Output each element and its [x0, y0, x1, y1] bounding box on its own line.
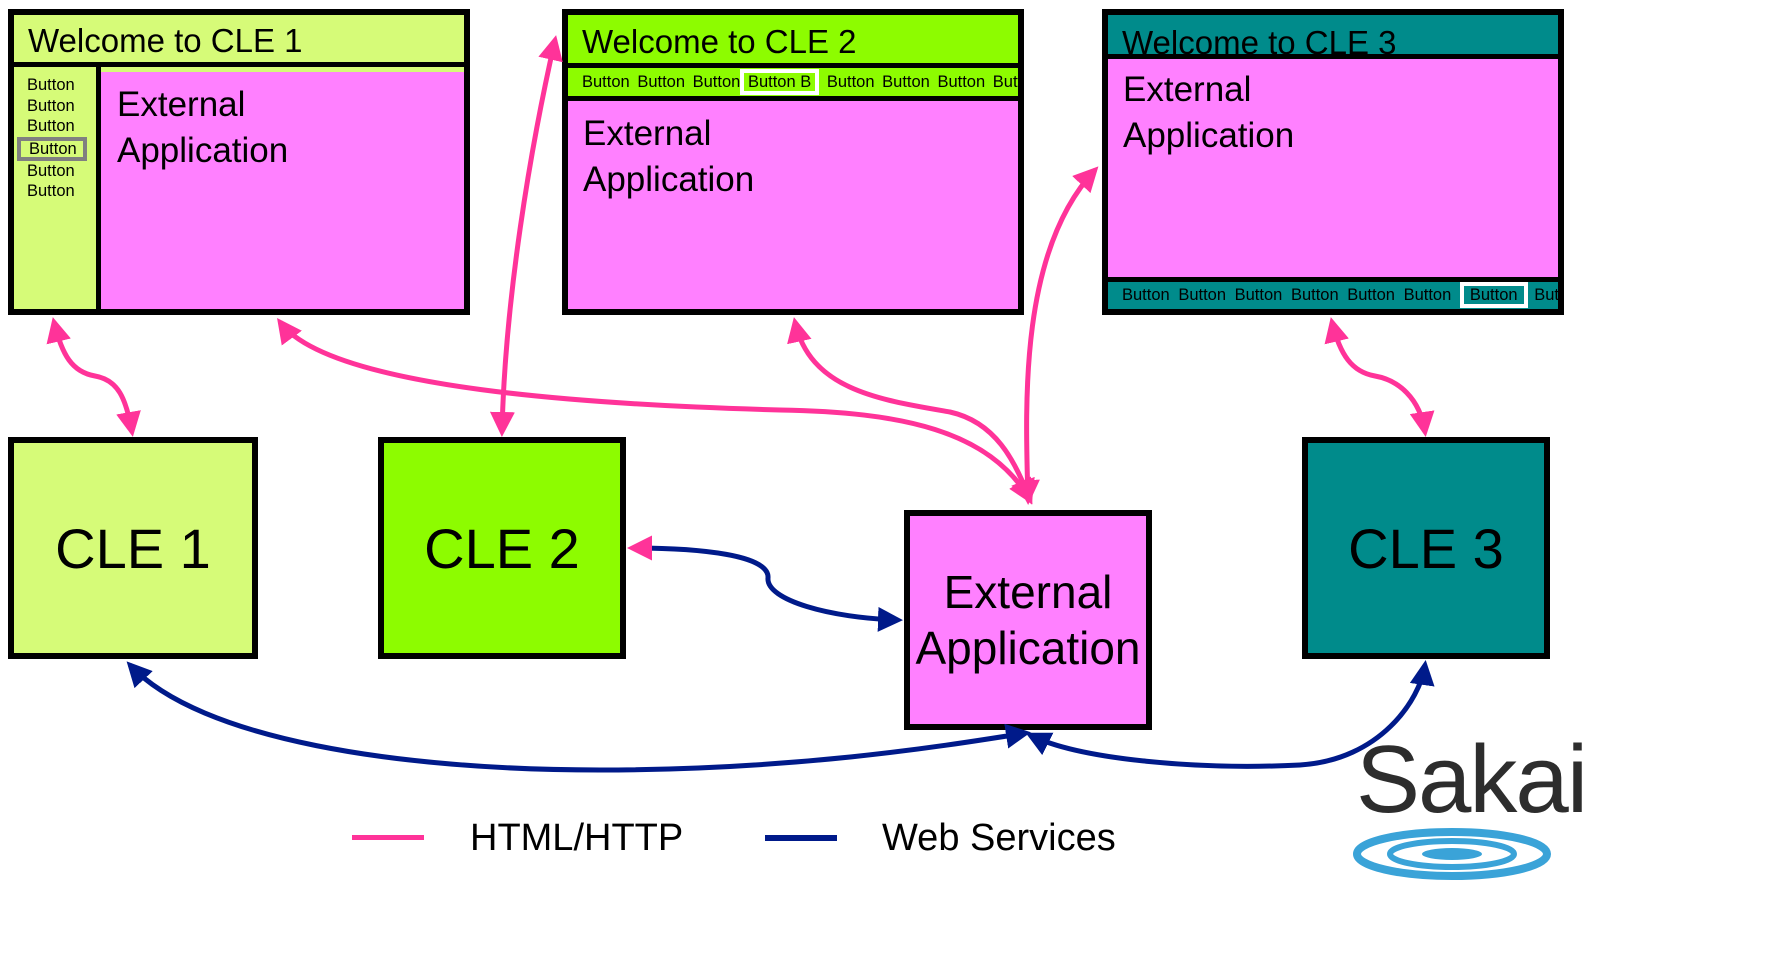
http-link-cle2-screen-to-external — [787, 317, 1035, 505]
http-link-cle1-screen-to-cle1 — [46, 317, 141, 437]
cle1-menu-button[interactable]: Button — [27, 182, 75, 200]
legend-ws-label: Web Services — [882, 817, 1116, 859]
cle3-menu-button[interactable]: Button — [1290, 286, 1339, 304]
cle2-top-menu: Button Button Button Button B Button But… — [568, 68, 1018, 101]
cle2-menu-button[interactable]: Button — [937, 73, 986, 91]
cle2-box-label: CLE 2 — [424, 516, 580, 580]
cle2-menu-button[interactable]: Button — [992, 73, 1018, 91]
cle3-screen-title: Welcome to CLE 3 — [1108, 15, 1558, 59]
sakai-logo-icon: Sakai — [1353, 726, 1588, 880]
cle3-box: CLE 3 — [1302, 437, 1550, 659]
cle2-external-app-pane: External Application — [568, 101, 1018, 309]
cle2-app-text-line2: Application — [583, 160, 755, 199]
cle2-menu-button[interactable]: Button — [826, 73, 875, 91]
cle3-menu-button[interactable]: Button — [1178, 286, 1227, 304]
ws-link-external-to-cle3 — [1025, 660, 1435, 769]
ws-link-cle1-to-external — [126, 661, 1031, 773]
cle2-app-text-line1: External — [583, 114, 712, 153]
cle3-menu-button[interactable]: Button — [1403, 286, 1452, 304]
cle2-menu-button-selected[interactable]: Button B — [739, 69, 820, 95]
cle2-screen-title: Welcome to CLE 2 — [568, 15, 1018, 68]
cle2-menu-button[interactable]: Button — [637, 73, 686, 91]
cle3-external-app-pane: External Application — [1108, 59, 1558, 277]
cle1-menu-button[interactable]: Button — [27, 76, 75, 94]
cle1-screen-title: Welcome to CLE 1 — [14, 15, 464, 67]
http-link-cle3-screen-to-cle3 — [1324, 317, 1435, 437]
cle3-app-text-line1: External — [1123, 70, 1252, 109]
cle1-box-label: CLE 1 — [55, 516, 211, 580]
cle1-side-menu: Button Button Button Button Button Butto… — [14, 67, 101, 309]
cle2-menu-button[interactable]: Button — [582, 73, 630, 91]
cle1-menu-button[interactable]: Button — [27, 161, 75, 180]
svg-text:Sakai: Sakai — [1356, 726, 1586, 833]
cle3-screen: Welcome to CLE 3 External Application Bu… — [1102, 9, 1564, 315]
cle3-menu-button[interactable]: Button — [1347, 286, 1395, 304]
sakai-logo: Sakai — [1352, 722, 1762, 960]
legend-http-label: HTML/HTTP — [470, 817, 684, 859]
cle3-app-text-line2: Application — [1123, 116, 1295, 155]
legend-http-swatch — [352, 835, 424, 840]
cle1-box: CLE 1 — [8, 437, 258, 659]
external-box-label-line1: External — [943, 566, 1113, 618]
legend-ws-swatch — [765, 835, 837, 841]
cle1-app-text-line2: Application — [117, 131, 289, 170]
cle3-menu-button[interactable]: Button — [1234, 286, 1283, 304]
cle1-app-text-line1: External — [117, 85, 246, 124]
cle2-menu-button[interactable]: Button — [692, 73, 741, 91]
cle3-menu-button[interactable]: Button — [1534, 286, 1558, 304]
http-link-cle1-screen-to-external — [277, 317, 1033, 505]
cle1-external-app-pane: External Application — [101, 72, 464, 309]
cle3-box-label: CLE 3 — [1348, 516, 1504, 580]
cle1-menu-button-selected[interactable]: Button — [17, 136, 87, 161]
cle3-bottom-menu: Button Button Button Button Button Butto… — [1108, 277, 1558, 309]
ws-link-cle2-to-external — [627, 535, 903, 632]
cle3-menu-button[interactable]: Button — [1122, 286, 1170, 304]
cle2-screen: Welcome to CLE 2 Button Button Button Bu… — [562, 9, 1024, 315]
cle3-menu-button-selected[interactable]: Button — [1459, 282, 1528, 308]
http-link-external-to-cle3-screen — [1014, 166, 1099, 505]
cle1-menu-button[interactable]: Button — [27, 117, 75, 135]
cle2-menu-button[interactable]: Button — [882, 73, 930, 91]
cle1-menu-button[interactable]: Button — [27, 96, 75, 115]
cle1-screen: Welcome to CLE 1 Button Button Button Bu… — [8, 9, 470, 315]
http-link-cle2-screen-to-cle2 — [489, 35, 563, 437]
